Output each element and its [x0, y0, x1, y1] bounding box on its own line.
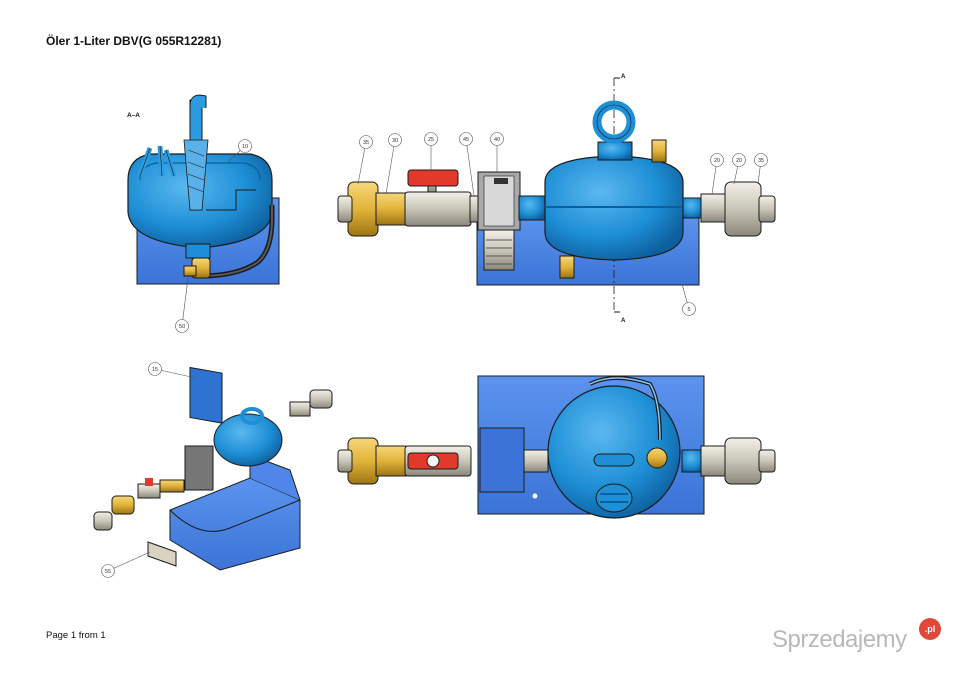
callout-25-label: 25 — [428, 137, 434, 143]
callout-35-left — [359, 135, 373, 149]
callout-10 — [238, 139, 252, 153]
callout-15 — [148, 362, 162, 376]
callout-50-label: 50 — [179, 324, 185, 330]
tank-top — [547, 385, 681, 519]
callout-55-label: 55 — [105, 569, 111, 575]
top-view — [337, 375, 776, 519]
callout-30 — [388, 133, 402, 147]
callout-40 — [490, 132, 504, 146]
iso-tank — [213, 413, 283, 467]
callout-25 — [424, 132, 438, 146]
callout-55 — [101, 564, 115, 578]
nipple-right — [700, 193, 728, 223]
section-marks: A A — [614, 74, 626, 324]
callout-5 — [682, 302, 696, 316]
callout-45 — [459, 132, 473, 146]
tank-outlet — [185, 243, 211, 259]
callout-5-label: 5 — [687, 307, 690, 313]
section-label: A–A — [127, 112, 141, 119]
callout-20-a — [710, 153, 724, 167]
callout-35-right-label: 35 — [758, 158, 764, 164]
coupling-right — [724, 181, 762, 237]
callout-35-right — [754, 153, 768, 167]
valve-handle — [407, 169, 459, 187]
front-view — [337, 78, 776, 312]
callout-40-label: 40 — [494, 137, 500, 143]
page-title: Öler 1-Liter DBV(G 055R12281) — [46, 34, 222, 48]
callout-35-left-label: 35 — [363, 140, 369, 146]
ball-valve — [404, 191, 472, 227]
callout-15-label: 15 — [152, 367, 158, 373]
iso-junction-box — [189, 366, 223, 424]
callout-50 — [175, 319, 189, 333]
callout-20-a-label: 20 — [714, 158, 720, 164]
callout-10-label: 10 — [242, 144, 248, 150]
watermark-text: Sprzedajemy — [772, 626, 907, 653]
section-mark-top: A — [621, 74, 626, 80]
callouts: 10 50 35 30 25 45 40 20 20 35 5 15 — [101, 132, 768, 578]
callout-20-b-label: 20 — [736, 158, 742, 164]
isometric-view — [93, 366, 333, 571]
section-mark-bottom: A — [621, 318, 626, 324]
page-footer: Page 1 from 1 — [46, 630, 106, 641]
section-view — [127, 94, 280, 285]
nipple-right-top — [700, 445, 728, 477]
callout-30-label: 30 — [392, 138, 398, 144]
callout-20-b — [732, 153, 746, 167]
callout-45-label: 45 — [463, 137, 469, 143]
watermark-badge: .pl — [919, 618, 941, 640]
coupling-right-top — [724, 437, 762, 485]
iso-label-plate — [147, 541, 177, 567]
iso-bracket — [169, 477, 301, 571]
